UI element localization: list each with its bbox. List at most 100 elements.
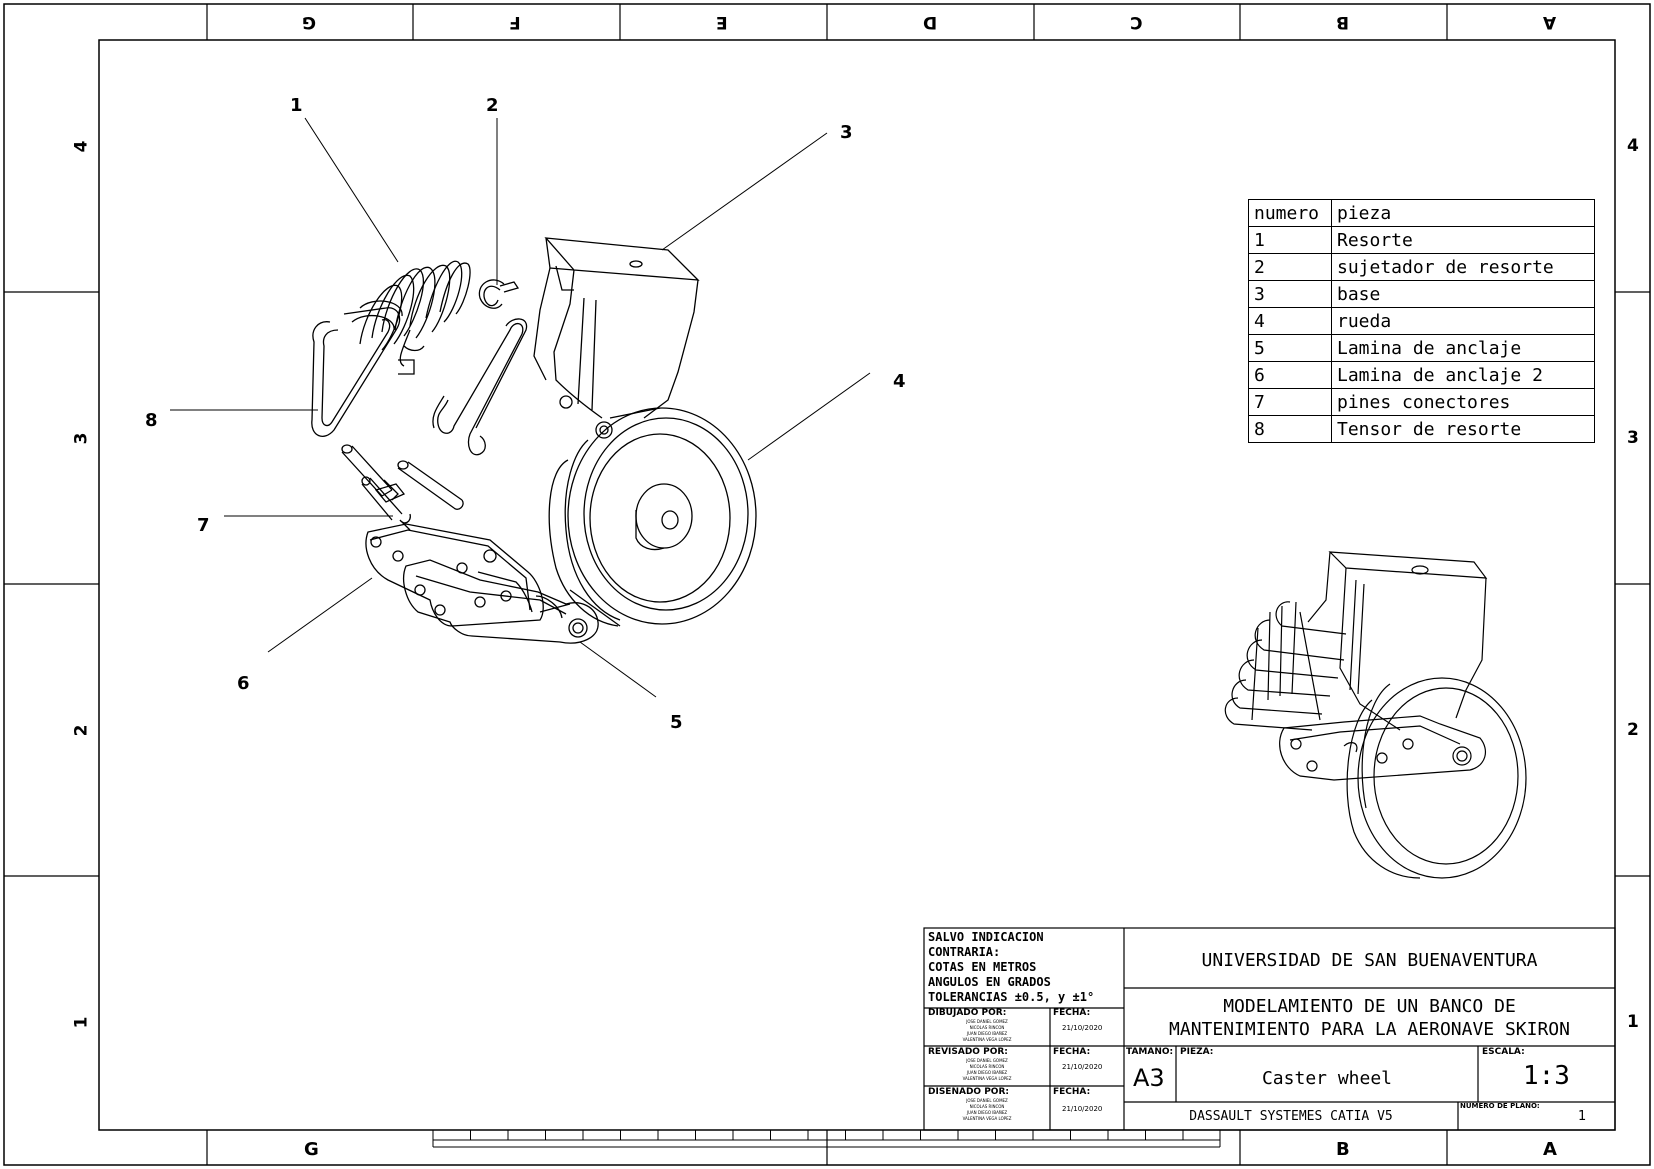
zone-top-f: F [509, 12, 521, 32]
bom-piece: rueda [1331, 307, 1595, 335]
bom-piece: Lamina de anclaje [1331, 334, 1595, 362]
zone-right-3: 3 [1627, 428, 1639, 448]
bom-num: 3 [1248, 280, 1332, 308]
exploded-view [170, 117, 871, 698]
bom-piece: pines conectores [1331, 388, 1595, 416]
zone-right-1: 1 [1627, 1012, 1639, 1032]
outer-frame [3, 3, 1651, 1166]
size-label: TAMAÑO: [1126, 1047, 1174, 1057]
zone-left-2: 2 [71, 724, 92, 737]
author-name: VALENTINA VEGA LOPEZ [962, 1076, 1012, 1081]
author-name: JUAN DIEGO IBAÑEZ [966, 1110, 1008, 1115]
zone-top-b: B [1336, 12, 1349, 32]
assembled-view [1224, 551, 1527, 879]
bom-num: 5 [1248, 334, 1332, 362]
bom-header-num: numero [1248, 199, 1332, 227]
scale-ruler-ticks [432, 1130, 1184, 1140]
drawn-date: 21/10/2020 [1062, 1024, 1103, 1032]
university-name: UNIVERSIDAD DE SAN BUENAVENTURA [1201, 950, 1538, 971]
leader-lines [170, 117, 871, 698]
zone-bottom-a: A [1543, 1139, 1557, 1160]
drawn-by-names: JOSE DANIEL GOMEZ NICOLAS RINCON JUAN DI… [928, 1019, 1046, 1043]
zone-bottom-b: B [1336, 1139, 1350, 1160]
general-notes: SALVO INDICACION CONTRARIA: COTAS EN MET… [928, 930, 1094, 1005]
bom-num: 6 [1248, 361, 1332, 389]
wheel-part [548, 407, 757, 627]
reviewed-by-label: REVISADO POR: [928, 1047, 1008, 1057]
zone-top-d: D [923, 12, 938, 32]
bom-num: 1 [1248, 226, 1332, 254]
author-name: NICOLAS RINCON [969, 1025, 1005, 1030]
author-name: NICOLAS RINCON [969, 1064, 1005, 1069]
author-name: NICOLAS RINCON [969, 1104, 1005, 1109]
callout-7: 7 [197, 515, 210, 536]
zone-dividers [4, 4, 1650, 1165]
designed-date: 21/10/2020 [1062, 1105, 1103, 1113]
scale-label: ESCALA: [1482, 1047, 1525, 1057]
note-line: ANGULOS EN GRADOS [928, 975, 1051, 989]
callout-1: 1 [290, 95, 303, 116]
zone-top-e: E [716, 12, 728, 32]
note-line: SALVO INDICACION [928, 930, 1044, 944]
note-line: COTAS EN METROS [928, 960, 1037, 974]
callout-2: 2 [486, 95, 499, 116]
bom-num: 8 [1248, 415, 1332, 443]
author-name: JOSE DANIEL GOMEZ [966, 1019, 1008, 1024]
callout-5: 5 [670, 712, 683, 733]
sheet-number: 1 [1578, 1109, 1587, 1124]
zone-left-4: 4 [71, 140, 92, 153]
author-name: VALENTINA VEGA LOPEZ [962, 1116, 1012, 1121]
pins-part [341, 444, 464, 531]
designed-date-label: FECHA: [1053, 1087, 1091, 1097]
bom-piece: Lamina de anclaje 2 [1331, 361, 1595, 389]
zone-bottom-g: G [304, 1139, 319, 1160]
bom-piece: base [1331, 280, 1595, 308]
zone-top-g: G [302, 12, 316, 32]
note-line: CONTRARIA: [928, 945, 1001, 959]
bom-header-row: numero pieza [1248, 199, 1595, 227]
title-block-lines [923, 927, 1616, 1131]
reviewed-by-names: JOSE DANIEL GOMEZ NICOLAS RINCON JUAN DI… [928, 1058, 1046, 1082]
zone-top-a: A [1543, 12, 1557, 32]
size-value: A3 [1133, 1064, 1165, 1092]
project-title-line-2: MANTENIMIENTO PARA LA AERONAVE SKIRON [1169, 1019, 1570, 1040]
part-label: PIEZA: [1180, 1047, 1214, 1057]
callout-6: 6 [237, 673, 250, 694]
author-name: JUAN DIEGO IBAÑEZ [966, 1070, 1008, 1075]
base-bracket-part [533, 237, 700, 439]
assembled-spring [1224, 601, 1347, 731]
part-name: Caster wheel [1261, 1068, 1393, 1089]
software-name: DASSAULT SYSTEMES CATIA V5 [1189, 1109, 1393, 1124]
zone-left-1: 1 [71, 1016, 92, 1029]
inner-frame [98, 39, 1616, 1131]
zone-right-4: 4 [1627, 136, 1639, 156]
bom-header-piece: pieza [1331, 199, 1595, 227]
author-name: JUAN DIEGO IBAÑEZ [966, 1031, 1008, 1036]
zone-right-2: 2 [1627, 720, 1639, 740]
callout-4: 4 [893, 371, 906, 392]
designed-by-names: JOSE DANIEL GOMEZ NICOLAS RINCON JUAN DI… [928, 1098, 1046, 1122]
drawn-date-label: FECHA: [1053, 1008, 1091, 1018]
author-name: VALENTINA VEGA LOPEZ [962, 1037, 1012, 1042]
author-name: JOSE DANIEL GOMEZ [966, 1058, 1008, 1063]
note-line: TOLERANCIAS ±0.5, y ±1° [928, 990, 1095, 1004]
bom-piece: Tensor de resorte [1331, 415, 1595, 443]
anchor-plate-part [403, 559, 599, 644]
zone-top-c: C [1130, 12, 1143, 32]
zone-left-3: 3 [71, 432, 92, 445]
bom-num: 4 [1248, 307, 1332, 335]
project-title-line-1: MODELAMIENTO DE UN BANCO DE [1223, 996, 1516, 1017]
drawn-by-label: DIBUJADO POR: [928, 1008, 1007, 1018]
reviewed-date: 21/10/2020 [1062, 1063, 1103, 1071]
bom-num: 2 [1248, 253, 1332, 281]
spring-clip-part [432, 279, 528, 456]
bom-num: 7 [1248, 388, 1332, 416]
